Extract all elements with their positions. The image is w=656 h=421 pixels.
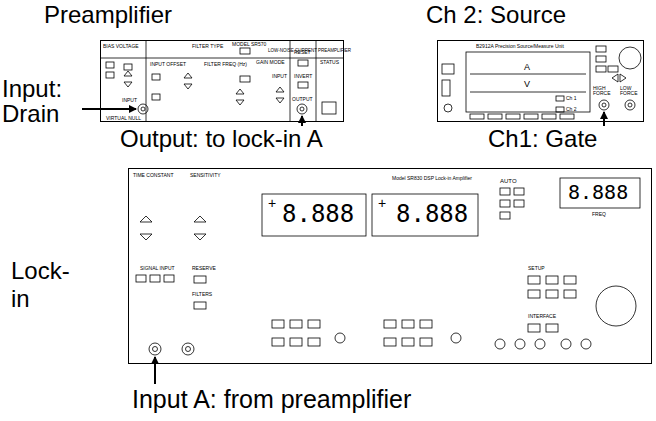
display-readout: 8.888 — [282, 202, 354, 227]
panel-legend: B2912A Precision Source/Measure Unit — [476, 44, 564, 49]
panel-legend: INVERT — [294, 74, 312, 79]
panel-legend: OUTPUT — [292, 97, 313, 102]
panel-legend: INTERFACE — [528, 314, 556, 319]
panel-legend: VIRTUAL NULL — [106, 116, 141, 121]
panel-legend: Model SR830 DSP Lock-in Amplifier — [392, 176, 472, 181]
signal-label: Output: to lock-in A — [120, 126, 323, 151]
panel-legend: FILTER TYPE — [192, 44, 223, 49]
source-meter-panel: Ch 2: Source — [437, 40, 644, 122]
panel-legend: INPUT OFFSET — [150, 62, 186, 67]
panel-legend: STATUS — [320, 60, 339, 65]
panel-legend: Ch 1 — [566, 96, 577, 101]
signal-label: Ch1: Gate — [488, 126, 597, 151]
panel-legend: AUTO — [500, 178, 517, 184]
instrument-heading: Lock-in — [11, 257, 73, 313]
preamp-controls — [100, 40, 344, 122]
panel-legend: + — [268, 196, 276, 211]
panel-legend: BIAS VOLTAGE — [103, 44, 139, 49]
panel-legend: FILTERS — [192, 292, 212, 297]
lock-in-controls — [136, 178, 640, 355]
panel-legend: FREQ — [592, 212, 606, 217]
panel-legend: RESET — [294, 50, 311, 55]
panel-legend: FILTER FREQ (Hz) — [204, 62, 247, 67]
panel-legend: LOW FORCE — [620, 86, 640, 97]
panel-legend: V — [524, 80, 530, 89]
panel-legend: SENSITIVITY — [190, 173, 221, 178]
source-meter-controls — [442, 46, 641, 119]
instrument-heading: Preamplifier — [44, 2, 172, 27]
panel-legend: INPUT — [272, 74, 287, 79]
signal-label: Input: Drain — [2, 76, 80, 126]
panel-legend: MODEL SR570 — [232, 42, 266, 47]
instrument-heading: Ch 2: Source — [426, 2, 566, 27]
panel-legend: + — [378, 196, 386, 211]
signal-label: Input A: from preamplifier — [132, 386, 411, 412]
display-readout: 8.888 — [568, 182, 628, 203]
panel-legend: A — [524, 63, 530, 72]
panel-legend: SETUP — [528, 266, 545, 271]
panel-legend: RESERVE — [192, 266, 216, 271]
panel-legend: TIME CONSTANT — [133, 173, 173, 178]
panel-legend: Ch 2 — [566, 107, 577, 112]
panel-legend: HIGH FORCE — [593, 86, 615, 97]
panel-legend: SIGNAL INPUT — [140, 266, 175, 271]
pointer-arrows — [82, 109, 604, 384]
panel-legend: INPUT — [122, 98, 137, 103]
panel-legend: GAIN MODE — [256, 60, 285, 65]
display-readout: 8.888 — [396, 202, 468, 227]
